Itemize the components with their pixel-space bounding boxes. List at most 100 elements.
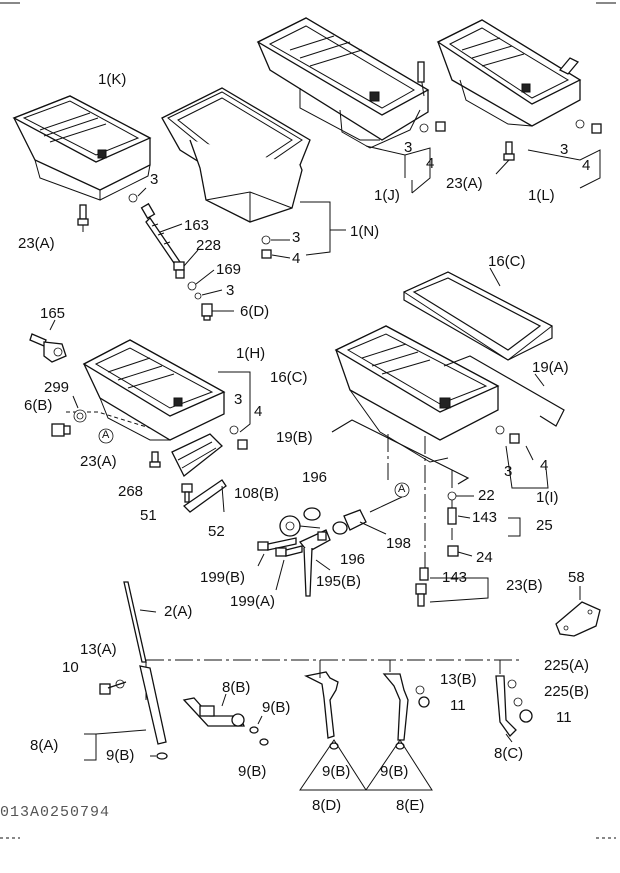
label-ref-a-1: A: [102, 429, 110, 441]
washer-13b: [415, 685, 425, 695]
label-198: 198: [386, 535, 412, 552]
label-8a: 8(A): [30, 737, 59, 754]
label-225a: 225(A): [544, 657, 590, 674]
label-51: 51: [140, 507, 157, 524]
label-225b: 225(B): [544, 683, 590, 700]
oil-pan-1h: [82, 339, 226, 441]
label-108b: 108(B): [234, 485, 280, 502]
label-4-l: 4: [582, 157, 591, 174]
dipstick-2a: [123, 581, 147, 663]
label-9b-e: 9(B): [380, 763, 409, 780]
label-3-j: 3: [404, 139, 413, 156]
bolt-4j: [435, 121, 446, 132]
bracket-52: [182, 479, 227, 513]
bolt-4h: [237, 439, 248, 450]
label-11-c: 11: [556, 709, 572, 726]
bolt-199a: [275, 545, 303, 557]
gasket-3-drain: [194, 292, 202, 300]
bolt-23b: [415, 583, 427, 607]
label-13a: 13(A): [80, 641, 117, 658]
label-4-j: 4: [426, 155, 435, 172]
label-19b: 19(B): [276, 429, 313, 446]
oil-pan-1k: [12, 95, 152, 201]
bracket-268: [171, 433, 223, 478]
gasket-16c: [402, 271, 553, 361]
gasket-3l: [575, 119, 585, 129]
sensor-165: [29, 333, 67, 363]
label-10: 10: [62, 659, 79, 676]
label-3-i: 3: [504, 463, 513, 480]
label-3-drain: 3: [226, 282, 235, 299]
drain-plug-6b: [51, 423, 71, 437]
gasket-3h: [229, 425, 239, 435]
washer-228: [173, 261, 185, 279]
label-4-n: 4: [292, 250, 301, 267]
tube-8e: [382, 673, 409, 741]
pipe-195b: [298, 529, 331, 597]
washer-22: [447, 491, 457, 501]
oil-pan-1l: [436, 19, 582, 127]
washer-9b-b1: [249, 726, 259, 734]
label-52: 52: [208, 523, 225, 540]
label-58: 58: [568, 569, 585, 586]
label-8e: 8(E): [396, 797, 425, 814]
ref-a-circle-1: [98, 428, 114, 444]
bolt-4i: [509, 433, 520, 444]
tube-8b: [182, 697, 245, 727]
gasket-3j: [419, 123, 429, 133]
bolt-23a-mid: [149, 451, 161, 468]
label-2a: 2(A): [164, 603, 193, 620]
label-9b-a: 9(B): [106, 747, 135, 764]
label-24: 24: [476, 549, 493, 566]
label-9b-b2: 9(B): [238, 763, 267, 780]
bolt-4n: [261, 249, 272, 259]
label-1l: 1(L): [528, 187, 555, 204]
label-1j: 1(J): [374, 187, 400, 204]
washer-9b-b2: [259, 738, 269, 746]
gasket-3i: [495, 425, 505, 435]
strainer-108b: [279, 515, 301, 537]
label-143-top: 143: [472, 509, 498, 526]
label-1i: 1(I): [536, 489, 559, 506]
label-23a-mid: 23(A): [80, 453, 117, 470]
label-1n: 1(N): [350, 223, 380, 240]
stud-143-top: [447, 507, 457, 525]
label-3-h: 3: [234, 391, 243, 408]
label-3-n: 3: [292, 229, 301, 246]
nut-11-e: [418, 696, 430, 708]
label-ref-a-2: A: [398, 483, 406, 495]
drain-plug-6d: [201, 303, 213, 321]
gasket-19a: [443, 355, 565, 427]
bolt-51: [181, 483, 193, 503]
label-11-e: 11: [450, 697, 466, 714]
label-22: 22: [478, 487, 495, 504]
label-23b: 23(B): [506, 577, 543, 594]
label-143-bottom: 143: [442, 569, 468, 586]
label-4-i: 4: [540, 457, 549, 474]
label-23a-right: 23(A): [446, 175, 483, 192]
bracket-58: [555, 601, 601, 637]
bolt-199b: [257, 537, 297, 551]
washer-9b-a: [156, 752, 168, 760]
label-16c-mid: 16(C): [270, 369, 308, 386]
nut-24: [447, 545, 459, 557]
label-8c: 8(C): [494, 745, 524, 762]
label-165: 165: [40, 305, 66, 322]
label-9b-b1: 9(B): [262, 699, 291, 716]
label-3-l: 3: [560, 141, 569, 158]
label-196-bottom: 196: [340, 551, 366, 568]
label-1k: 1(K): [98, 71, 127, 88]
bolt-23a-left: [77, 204, 89, 226]
tube-8a: [99, 665, 167, 745]
label-169: 169: [216, 261, 242, 278]
label-196-top: 196: [302, 469, 328, 486]
label-195b: 195(B): [316, 573, 362, 590]
diagram-code: 013A0250794: [0, 804, 111, 821]
gasket-3n: [261, 235, 271, 245]
label-6b: 6(B): [24, 397, 53, 414]
gasket-196-bottom: [332, 521, 348, 535]
label-3-k: 3: [150, 171, 159, 188]
oil-pan-1j: [256, 17, 430, 149]
tube-8c: [495, 675, 533, 738]
